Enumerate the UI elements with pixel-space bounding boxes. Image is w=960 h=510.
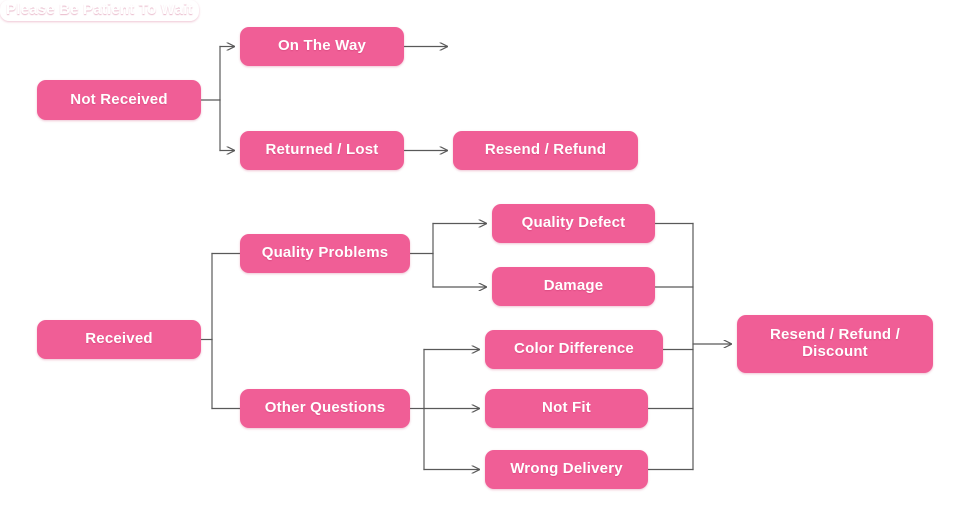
node-other-questions-label: Other Questions <box>264 399 386 417</box>
node-received[interactable]: Received <box>37 320 201 359</box>
node-returned-lost[interactable]: Returned / Lost <box>240 131 404 170</box>
node-not-fit[interactable]: Not Fit <box>485 389 648 428</box>
node-damage[interactable]: Damage <box>492 267 655 306</box>
node-color-difference[interactable]: Color Difference <box>485 330 663 369</box>
node-resend-refund-label: Resend / Refund <box>484 141 607 159</box>
node-received-label: Received <box>85 330 153 348</box>
node-on-the-way-label: On The Way <box>277 37 367 55</box>
node-returned-lost-label: Returned / Lost <box>265 141 379 159</box>
node-not-received[interactable]: Not Received <box>37 80 201 120</box>
node-on-the-way[interactable]: On The Way <box>240 27 404 66</box>
node-quality-defect-label: Quality Defect <box>521 214 626 232</box>
node-color-difference-label: Color Difference <box>514 340 634 358</box>
node-damage-label: Damage <box>543 277 604 295</box>
node-quality-defect[interactable]: Quality Defect <box>492 204 655 243</box>
node-not-fit-label: Not Fit <box>542 399 591 417</box>
node-other-questions[interactable]: Other Questions <box>240 389 410 428</box>
node-not-received-label: Not Received <box>70 90 168 108</box>
node-please-be-patient-to-wait-label: Please Be Patient To Wait <box>6 1 193 18</box>
node-resend-refund-discount-label: Resend / Refund / Discount <box>769 326 901 360</box>
node-wrong-delivery-label: Wrong Delivery <box>510 460 623 478</box>
node-quality-problems-label: Quality Problems <box>261 244 389 262</box>
node-wrong-delivery[interactable]: Wrong Delivery <box>485 450 648 489</box>
node-resend-refund-discount[interactable]: Resend / Refund / Discount <box>737 315 933 373</box>
node-please-be-patient-to-wait[interactable]: Please Be Patient To Wait <box>0 0 199 21</box>
node-resend-refund[interactable]: Resend / Refund <box>453 131 638 170</box>
node-quality-problems[interactable]: Quality Problems <box>240 234 410 273</box>
